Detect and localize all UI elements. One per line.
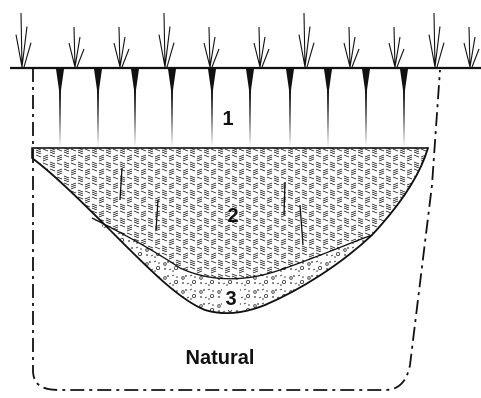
soil-crack xyxy=(208,69,216,148)
grass-tufts xyxy=(16,13,479,67)
soil-crack xyxy=(400,69,408,148)
grass-tuft xyxy=(114,27,129,67)
topsoil-layer xyxy=(10,13,481,148)
soil-crack xyxy=(131,69,139,148)
soil-crack xyxy=(286,69,294,148)
soil-crack xyxy=(56,69,64,148)
layer-1-label: 1 xyxy=(222,108,233,130)
grass-tuft xyxy=(299,13,314,67)
grass-tuft xyxy=(69,27,84,67)
layer-2-label: 2 xyxy=(227,205,238,227)
layer-3-label: 3 xyxy=(225,288,236,310)
soil-crack xyxy=(324,69,332,148)
grass-tuft xyxy=(464,27,479,67)
grass-tuft xyxy=(389,27,404,67)
natural-label: Natural xyxy=(186,347,255,369)
grass-tuft xyxy=(16,13,31,67)
soil-crack xyxy=(94,69,102,148)
grass-tuft xyxy=(344,27,359,67)
soil-crack xyxy=(246,69,254,148)
soil-crack xyxy=(168,69,176,148)
grass-tuft xyxy=(159,13,174,67)
grass-tuft xyxy=(254,27,269,67)
grass-tuft xyxy=(429,13,444,67)
grass-tuft xyxy=(204,27,219,67)
soil-crack xyxy=(362,69,370,148)
